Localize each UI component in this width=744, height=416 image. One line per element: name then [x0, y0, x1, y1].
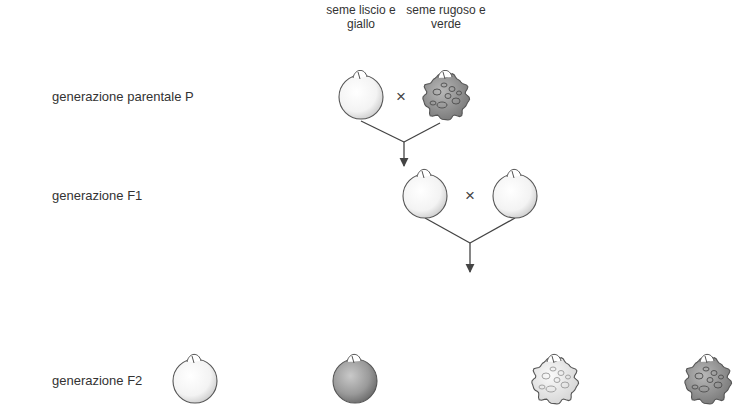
seed-drawing: [334, 70, 388, 124]
seed-drawing: [419, 70, 473, 124]
generation-label: generazione F2: [52, 373, 142, 389]
cross-lines: [361, 121, 515, 272]
generation-label: generazione F1: [52, 188, 142, 204]
seed-node: seme rugoso e verde: [396, 3, 496, 124]
seed-heading: seme liscio e giallo: [311, 3, 411, 31]
seed-node: seme liscio e giallo: [311, 3, 411, 124]
cross-sign: ×: [465, 188, 475, 204]
generation-label: generazione parentale P: [52, 89, 194, 105]
seed-heading: seme rugoso e verde: [396, 3, 496, 31]
cross-sign: ×: [396, 89, 406, 105]
seed-drawings: [173, 169, 732, 404]
